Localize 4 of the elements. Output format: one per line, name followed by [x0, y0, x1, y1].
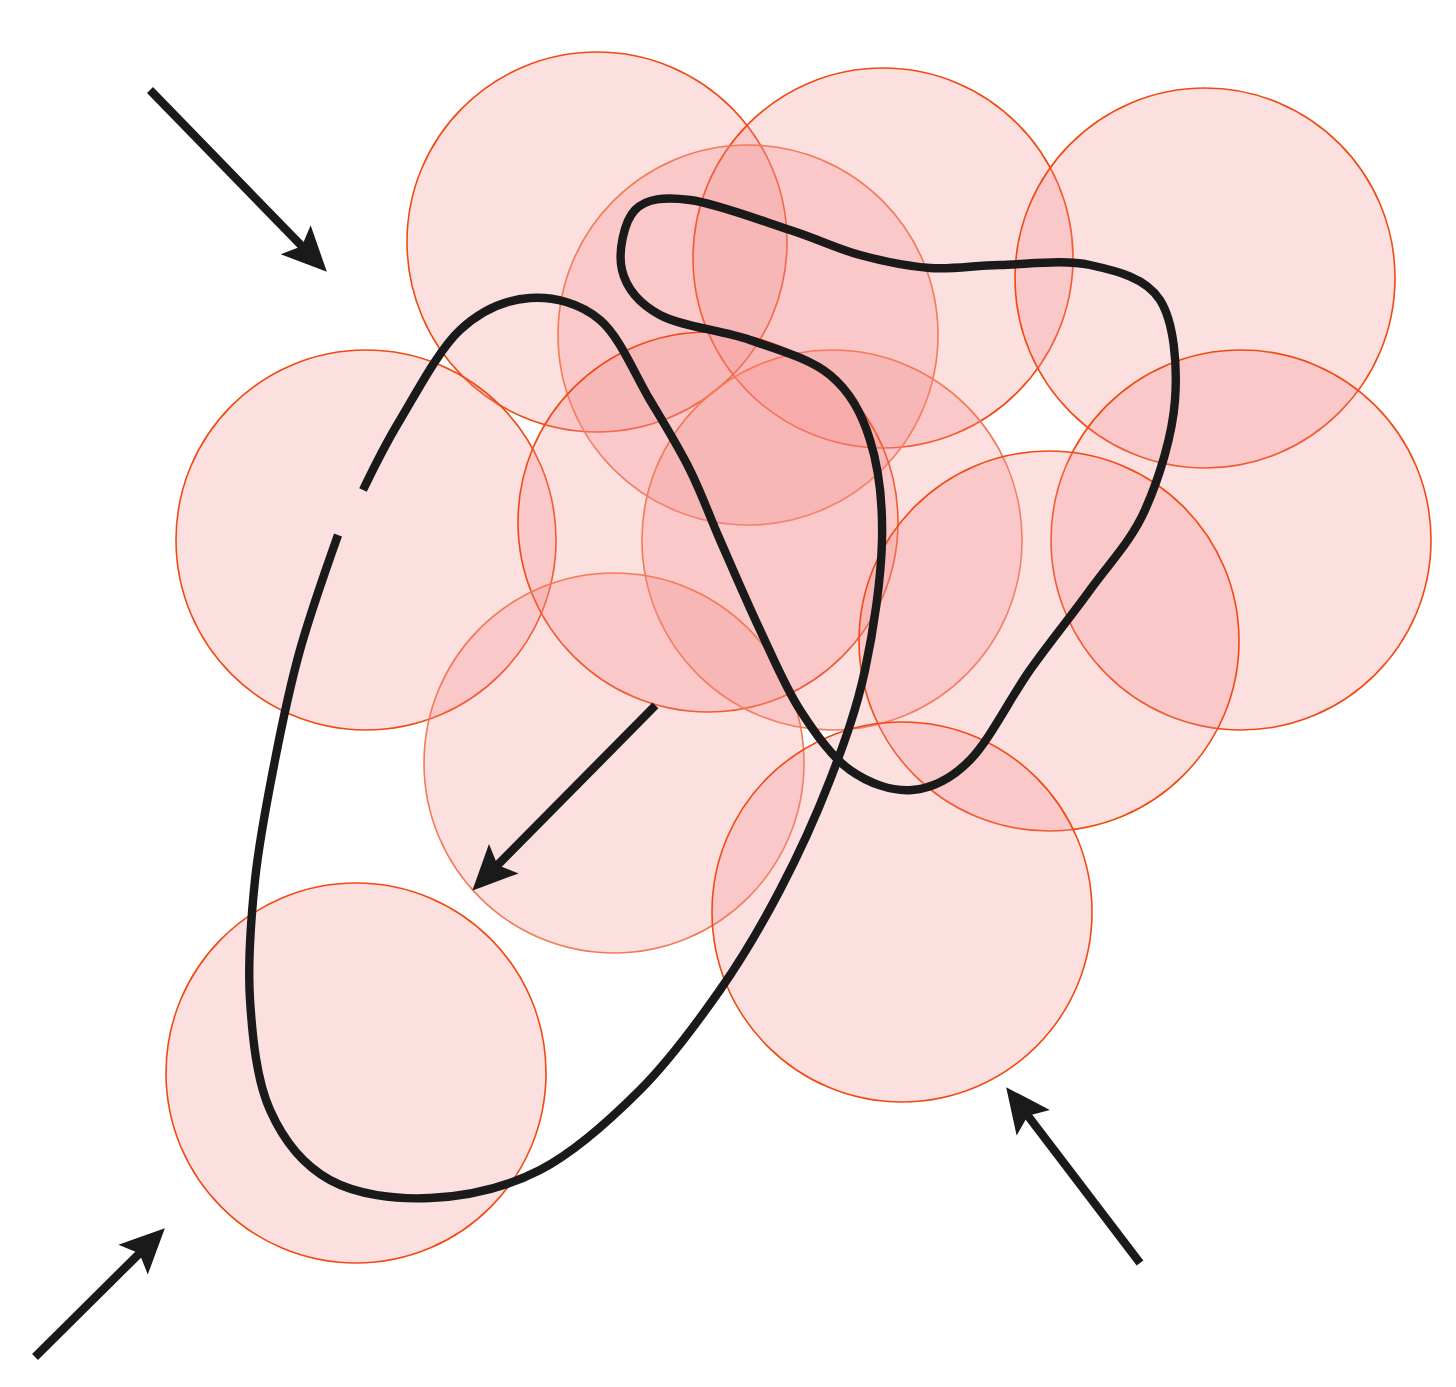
- circle: [165, 882, 547, 1264]
- circle: [858, 450, 1240, 832]
- circle: [711, 721, 1093, 1103]
- circle: [423, 572, 805, 954]
